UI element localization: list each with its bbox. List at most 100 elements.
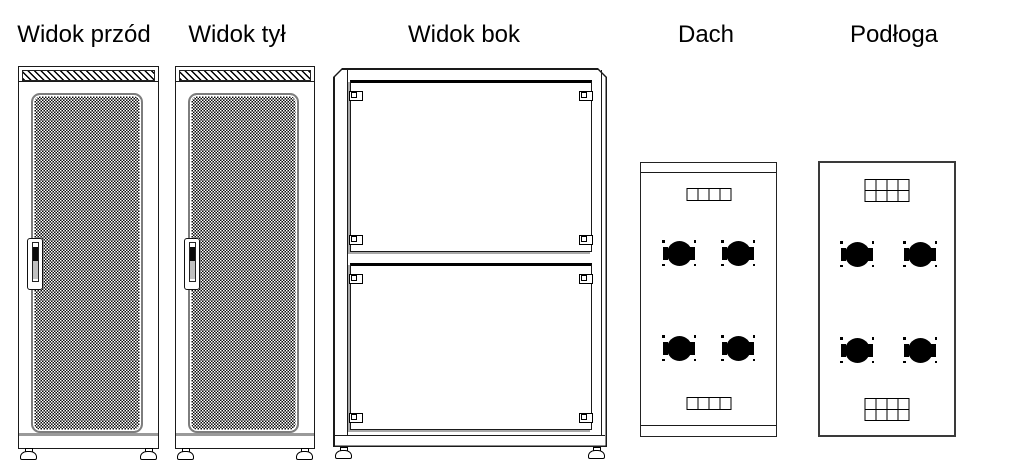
panel-latch (579, 91, 593, 101)
side-panel-upper (349, 80, 593, 252)
cable-entry-cell (876, 191, 888, 202)
leveling-foot (588, 447, 605, 459)
panel-latch (579, 413, 593, 423)
leveling-foot (177, 448, 194, 460)
latch-knob (581, 414, 587, 420)
fan-tab (841, 247, 846, 261)
cable-entry-cell (865, 180, 877, 191)
foot-pad (177, 451, 194, 460)
panel-latch (349, 413, 363, 423)
screw-hole (721, 335, 724, 338)
cable-entry-cell (876, 399, 888, 410)
panel-latch (349, 91, 363, 101)
fan-cutout (721, 239, 755, 267)
screw-hole (934, 337, 937, 340)
fan-cutout (903, 336, 937, 364)
screw-hole (752, 263, 755, 266)
screw-hole (662, 263, 665, 266)
panel-latch (349, 274, 363, 284)
latch-knob (581, 275, 587, 281)
leveling-foot (140, 448, 157, 460)
fan-tab (749, 341, 754, 355)
screw-hole (693, 263, 696, 266)
fan-tab (749, 246, 754, 260)
base-trim-line (176, 433, 314, 436)
fan-disc (844, 337, 870, 363)
cable-entry-cell (698, 189, 709, 201)
cable-entry-cell (698, 398, 709, 410)
fan-disc (844, 241, 870, 267)
frame-line (176, 81, 314, 83)
screw-hole (840, 337, 843, 340)
cable-entry-cell (687, 189, 698, 201)
fan-tab (931, 343, 936, 357)
fan-tab (663, 246, 668, 260)
cable-entry-cell (687, 398, 698, 410)
fan-tab (722, 341, 727, 355)
screw-hole (840, 264, 843, 267)
screw-hole (752, 240, 755, 243)
roof-view-plate (640, 162, 777, 437)
panel-latch (349, 235, 363, 245)
fan-cutout (840, 240, 874, 268)
floor-view-title: Podłoga (849, 21, 939, 48)
panel-latch (579, 235, 593, 245)
screw-hole (934, 241, 937, 244)
frame-line (347, 70, 349, 435)
cable-entry-strip-top (686, 188, 731, 201)
fan-tab (868, 247, 873, 261)
cable-entry-cell (887, 399, 899, 410)
cable-entry-cell (709, 398, 720, 410)
foot-pad (335, 450, 352, 459)
fan-cutout (662, 334, 696, 362)
fan-disc (907, 241, 933, 267)
back-view-title: Widok tył (188, 21, 286, 48)
fan-cutout (662, 239, 696, 267)
door-handle-lock (27, 238, 43, 290)
base-trim-line (335, 435, 605, 437)
fan-cutout (721, 334, 755, 362)
fan-cutout (840, 336, 874, 364)
side-panel-lower (349, 263, 593, 430)
foot-pad (588, 450, 605, 459)
screw-hole (934, 360, 937, 363)
handle-slot (31, 242, 39, 282)
screw-hole (662, 240, 665, 243)
latch-knob (581, 236, 587, 242)
roof-view-title: Dach (677, 21, 735, 48)
screw-hole (752, 358, 755, 361)
cable-entry-cell (898, 410, 910, 421)
cable-entry-cell (887, 180, 899, 191)
screw-hole (871, 264, 874, 267)
screw-hole (721, 240, 724, 243)
screw-hole (903, 360, 906, 363)
fan-disc (907, 337, 933, 363)
screw-hole (840, 360, 843, 363)
cable-entry-cell (709, 189, 720, 201)
latch-knob (351, 92, 357, 98)
panel-latch (579, 274, 593, 284)
foot-pad (20, 451, 37, 460)
fan-tab (663, 341, 668, 355)
handle-slot (188, 242, 196, 282)
side-view-cabinet (333, 68, 607, 459)
cable-entry-cell (887, 410, 899, 421)
back-view-cabinet (175, 66, 315, 460)
leveling-foot (296, 448, 313, 460)
vent-grille (179, 70, 311, 81)
cable-entry-grid-bottom (864, 398, 910, 421)
vent-grille (22, 70, 155, 81)
frame-line (600, 70, 602, 435)
fan-tab (690, 246, 695, 260)
fan-tab (931, 247, 936, 261)
fan-tab (904, 247, 909, 261)
screw-hole (693, 335, 696, 338)
leveling-foot (335, 447, 352, 459)
screw-hole (721, 263, 724, 266)
cable-entry-strip-bottom (686, 397, 731, 410)
cable-entry-cell (865, 410, 877, 421)
foot-pad (296, 451, 313, 460)
front-view-title: Widok przód (17, 21, 151, 48)
leveling-foot (20, 448, 37, 460)
